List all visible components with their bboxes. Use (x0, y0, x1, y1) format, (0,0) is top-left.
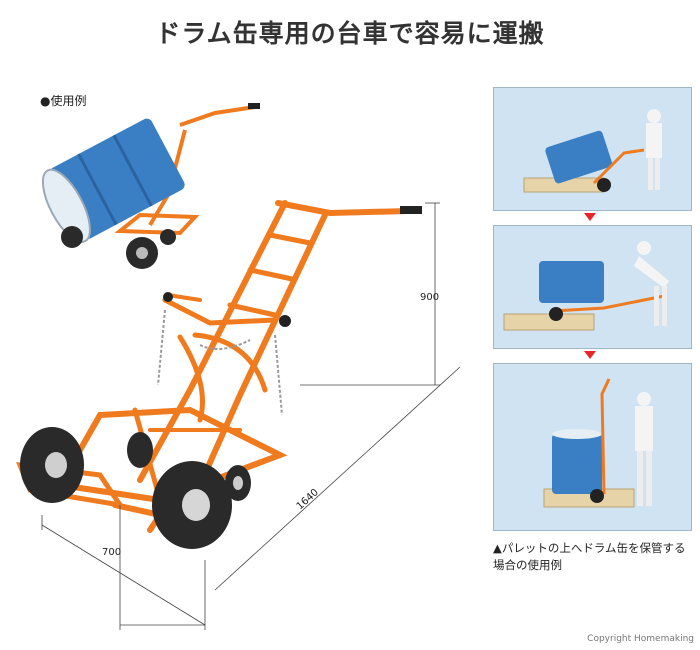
usage-example-label: ●使用例 (40, 92, 86, 109)
usage-example-text: ●使用例 (40, 94, 87, 108)
photo-caption: ▲パレットの上へドラム缶を保管する 場合の使用例 (493, 540, 698, 574)
page-title: ドラム缶専用の台車で容易に運搬 (155, 19, 545, 48)
step-arrow-1 (584, 213, 596, 221)
width-dimension: 700 (102, 547, 121, 558)
step-arrow-2 (584, 351, 596, 359)
dimension-lines (41, 202, 461, 630)
step-photo-3 (493, 363, 692, 531)
copyright-text: Copyright Homemaking (587, 634, 694, 644)
caption-line-1: ▲パレットの上へドラム缶を保管する (493, 541, 686, 555)
height-dimension: 900 (420, 292, 439, 303)
cart-wheels (20, 427, 251, 549)
step-photo-2 (493, 225, 692, 349)
caption-line-2: 場合の使用例 (493, 558, 562, 572)
chains (157, 309, 283, 416)
drum-cart-illustration: 900 1640 700 (16, 103, 461, 630)
step-photo-1 (493, 87, 692, 211)
length-dimension: 1640 (295, 487, 321, 512)
usage-example-image (41, 103, 260, 269)
